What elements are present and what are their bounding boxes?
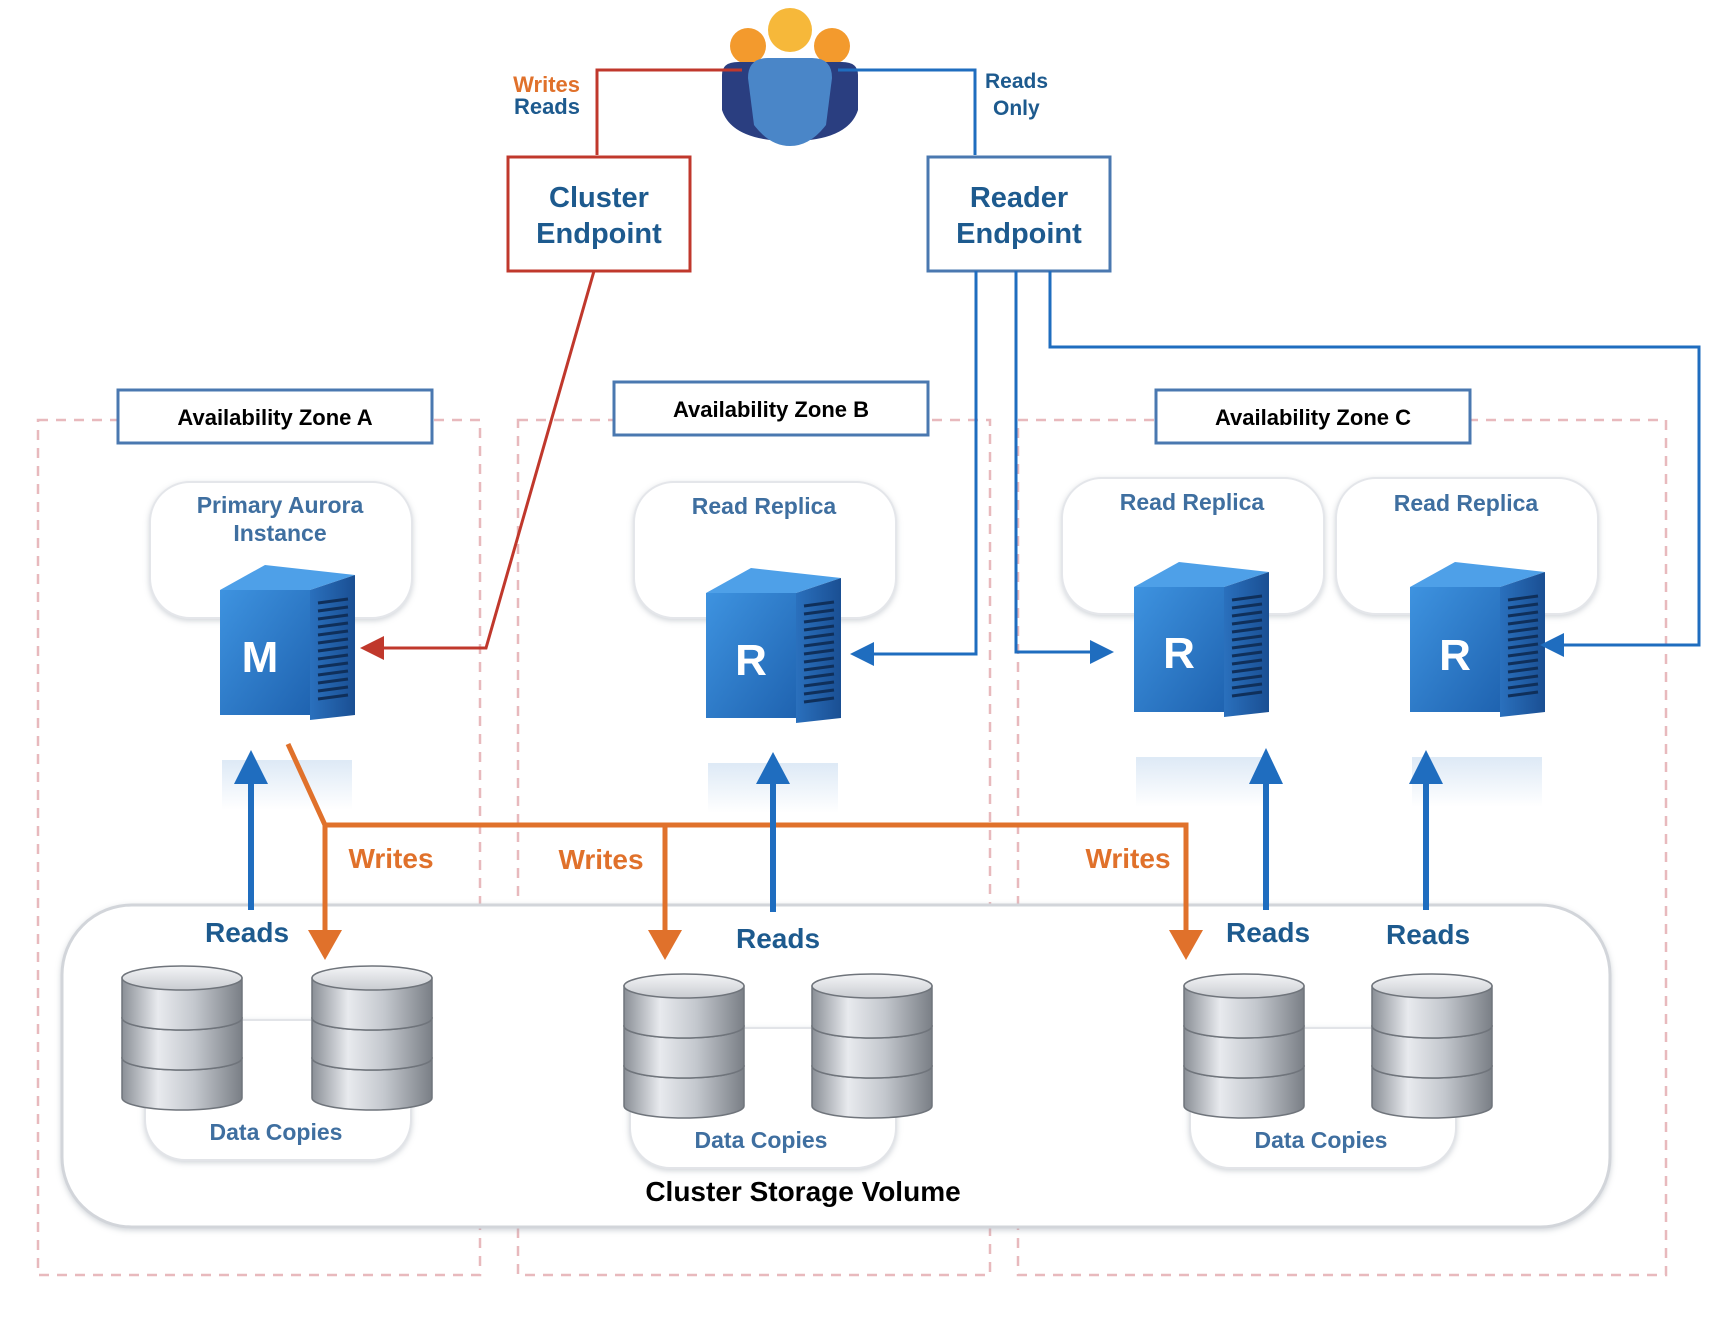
reads-label-top: Reads — [514, 94, 580, 119]
read-arrow-c2 — [1409, 750, 1443, 784]
primary-instance-label-line1: Primary Aurora — [197, 492, 364, 518]
reads-label-c1: Reads — [1226, 917, 1310, 948]
reader-to-replica-c1-line — [1014, 271, 1114, 664]
cluster-endpoint-line1: Cluster — [549, 182, 649, 214]
zone-c-label: Availability Zone C — [1215, 405, 1411, 430]
replica-c1-label: Read Replica — [1120, 489, 1265, 515]
server-replica-b-letter: R — [735, 636, 767, 685]
writes-label-a: Writes — [348, 843, 433, 874]
users-group-icon — [722, 8, 858, 146]
reader-to-replica-c2-line — [1048, 271, 1701, 657]
zone-label-b: Availability Zone B — [612, 380, 930, 437]
database-icons — [121, 965, 1493, 1119]
database-icon — [811, 973, 933, 1119]
writes-label-b: Writes — [558, 844, 643, 875]
cluster-endpoint-to-primary-line — [360, 270, 596, 660]
writes-flow — [285, 742, 1189, 935]
reader-endpoint-box[interactable]: Reader Endpoint — [926, 155, 1112, 273]
database-icon — [623, 973, 745, 1119]
write-arrow-a — [308, 930, 342, 960]
reads-flow — [248, 780, 1429, 912]
data-copies-label-b: Data Copies — [695, 1127, 828, 1153]
database-icon — [121, 965, 243, 1111]
server-replica-c1-reflection — [1136, 757, 1266, 807]
server-primary: M — [220, 565, 355, 720]
reader-to-replica-b-line — [850, 271, 978, 666]
reader-endpoint-line1: Reader — [970, 182, 1068, 214]
server-replica-b: R — [706, 568, 841, 723]
read-arrow-b — [756, 752, 790, 784]
server-primary-reflection — [222, 760, 352, 810]
users-to-cluster-endpoint-line — [595, 68, 742, 155]
server-replica-c1: R — [1134, 562, 1269, 717]
replica-b-label: Read Replica — [692, 493, 837, 519]
reads-label-b: Reads — [736, 923, 820, 954]
cluster-endpoint-box[interactable]: Cluster Endpoint — [506, 155, 692, 273]
read-arrow-c1 — [1249, 748, 1283, 784]
reader-endpoint-line2: Endpoint — [956, 218, 1082, 250]
data-copies-label-a: Data Copies — [210, 1119, 343, 1145]
database-icon — [1183, 973, 1305, 1119]
replica-c2-label: Read Replica — [1394, 490, 1539, 516]
reads-label-a: Reads — [205, 917, 289, 948]
write-arrow-b — [648, 930, 682, 960]
zone-a-label: Availability Zone A — [177, 405, 372, 430]
reads-only-label-line2: Only — [993, 97, 1040, 120]
zone-b-label: Availability Zone B — [673, 397, 869, 422]
server-primary-letter: M — [242, 633, 279, 682]
zone-label-a: Availability Zone A — [116, 388, 434, 445]
cluster-storage-volume-label: Cluster Storage Volume — [645, 1176, 960, 1207]
reads-label-c2: Reads — [1386, 919, 1470, 950]
primary-instance-label-line2: Instance — [233, 520, 326, 546]
cluster-endpoint-line2: Endpoint — [536, 218, 662, 250]
data-copies-label-c: Data Copies — [1255, 1127, 1388, 1153]
server-replica-c2: R — [1410, 562, 1545, 717]
writes-label-top: Writes — [513, 72, 580, 97]
writes-label-c: Writes — [1085, 843, 1170, 874]
database-icon — [1371, 973, 1493, 1119]
database-icon — [311, 965, 433, 1111]
read-arrow-a — [234, 750, 268, 784]
zone-label-c: Availability Zone C — [1154, 388, 1472, 445]
server-replica-c2-letter: R — [1439, 631, 1471, 680]
reads-only-label-line1: Reads — [985, 70, 1048, 93]
write-arrow-c — [1169, 930, 1203, 960]
users-to-reader-endpoint-line — [838, 68, 977, 155]
server-replica-c1-letter: R — [1163, 629, 1195, 678]
